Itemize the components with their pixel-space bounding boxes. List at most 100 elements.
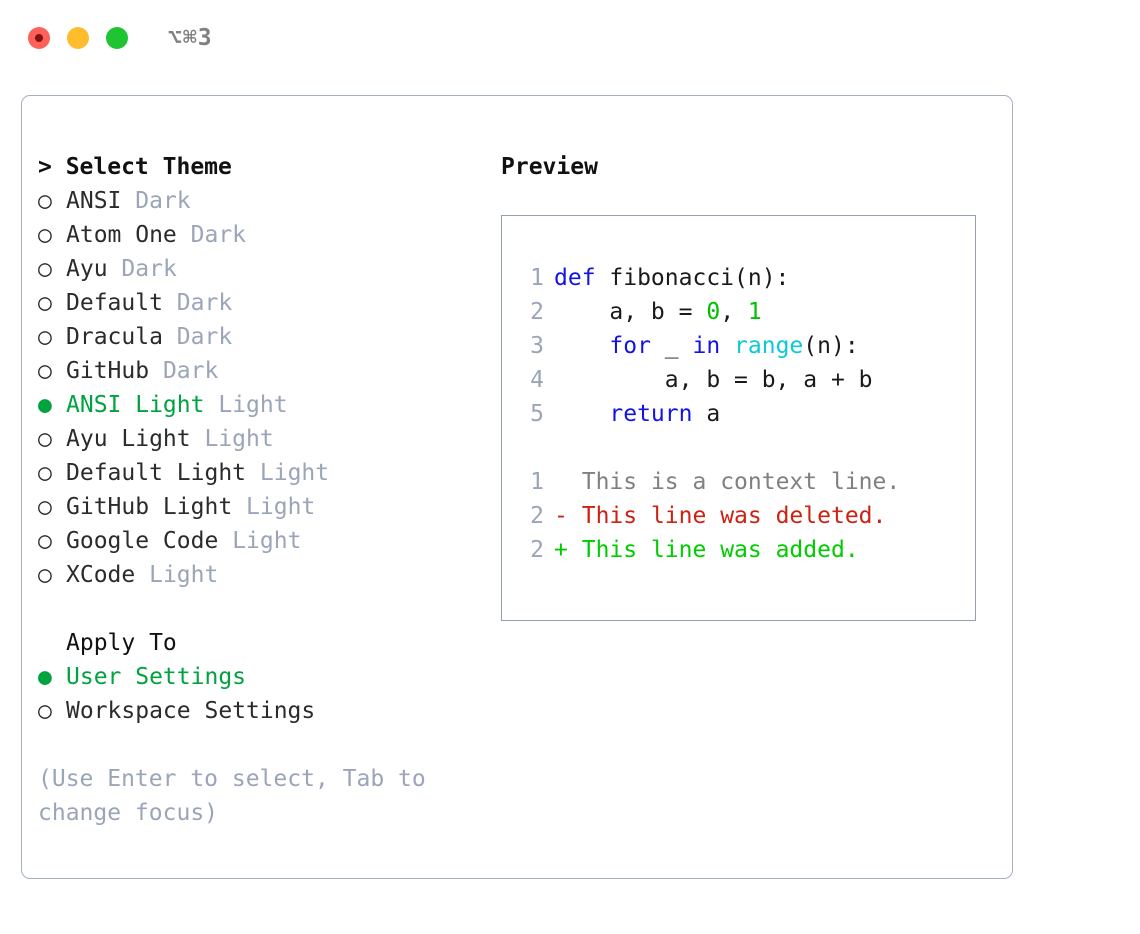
theme-list-item[interactable]: ○Google Code Light bbox=[38, 524, 478, 558]
theme-name: Ayu Light bbox=[66, 426, 191, 452]
apply-to-option[interactable]: ●User Settings bbox=[38, 660, 478, 694]
theme-name: GitHub Light bbox=[66, 494, 233, 520]
theme-picker-column: > Select Theme ○ANSI Dark○Atom One Dark○… bbox=[38, 150, 478, 830]
line-number: 1 bbox=[530, 469, 544, 495]
code-token: return bbox=[609, 401, 693, 427]
gap bbox=[204, 392, 218, 418]
diff-text: This is a context line. bbox=[581, 469, 901, 495]
keyboard-hint-text: (Use Enter to select, Tab to change focu… bbox=[38, 766, 426, 826]
spacer bbox=[38, 728, 478, 762]
apply-to-header: Apply To bbox=[66, 630, 177, 656]
theme-variant-label: Dark bbox=[121, 256, 177, 282]
theme-variant-label: Light bbox=[204, 426, 274, 452]
gap bbox=[177, 222, 191, 248]
code-token: 0 bbox=[706, 299, 721, 325]
theme-list-item[interactable]: ○GitHub Light Light bbox=[38, 490, 478, 524]
code-line: 2 a, b = 0, 1 bbox=[516, 295, 873, 329]
gap bbox=[163, 324, 177, 350]
diff-text: This line was added. bbox=[581, 537, 859, 563]
line-number: 2 bbox=[530, 299, 544, 325]
theme-variant-label: Light bbox=[259, 460, 330, 486]
radio-unselected-icon: ○ bbox=[38, 324, 52, 350]
radio-selected-icon: ● bbox=[38, 392, 52, 418]
code-line: 4 a, b = b, a + b bbox=[516, 363, 873, 397]
line-number: 5 bbox=[530, 401, 544, 427]
code-line: 5 return a bbox=[516, 397, 873, 431]
gap bbox=[568, 537, 582, 563]
gap bbox=[121, 188, 135, 214]
preview-title: Preview bbox=[501, 154, 598, 180]
code-token bbox=[554, 333, 609, 359]
theme-variant-label: Light bbox=[218, 392, 288, 418]
theme-name: Default bbox=[66, 290, 163, 316]
line-number: 3 bbox=[530, 333, 544, 359]
spacer bbox=[38, 592, 478, 626]
theme-list-item[interactable]: ○ Ayu Light Light bbox=[38, 422, 478, 456]
theme-list-item[interactable]: ○ ANSI Dark bbox=[38, 184, 478, 218]
gap bbox=[135, 562, 149, 588]
maximize-button[interactable] bbox=[106, 27, 128, 49]
line-number: 2 bbox=[530, 537, 544, 563]
code-token: a, b = b, a + b bbox=[554, 367, 873, 393]
panel-columns: > Select Theme ○ANSI Dark○Atom One Dark○… bbox=[22, 96, 1012, 878]
theme-name: ANSI Light bbox=[66, 392, 205, 418]
radio-unselected-icon: ○ bbox=[38, 256, 52, 282]
theme-variant-label: Dark bbox=[176, 324, 233, 350]
theme-variant-label: Dark bbox=[176, 290, 233, 316]
theme-list-item[interactable]: ○Default Light Light bbox=[38, 456, 478, 490]
gap bbox=[218, 528, 232, 554]
gap bbox=[568, 503, 582, 529]
theme-name: ANSI bbox=[66, 188, 122, 214]
theme-list-item[interactable]: ○Default Dark bbox=[38, 286, 478, 320]
title-bar: ⌥⌘3 bbox=[0, 0, 1140, 78]
close-button[interactable] bbox=[28, 27, 50, 49]
select-theme-header: > Select Theme bbox=[38, 154, 232, 180]
theme-variant-label: Light bbox=[246, 494, 316, 520]
minimize-button[interactable] bbox=[67, 27, 89, 49]
theme-list-item[interactable]: ○Atom One Dark bbox=[38, 218, 478, 252]
diff-line: 2 + This line was added. bbox=[516, 533, 900, 567]
apply-to-list[interactable]: ●User Settings ○ Workspace Settings bbox=[38, 660, 478, 728]
code-token: , bbox=[720, 299, 748, 325]
apply-to-option[interactable]: ○ Workspace Settings bbox=[38, 694, 478, 728]
radio-unselected-icon: ○ bbox=[38, 426, 52, 452]
theme-list-item[interactable]: ○GitHub Dark bbox=[38, 354, 478, 388]
code-token: 1 bbox=[747, 299, 762, 325]
diff-sample: 1 This is a context line.2 - This line w… bbox=[516, 465, 900, 567]
radio-unselected-icon: ○ bbox=[38, 698, 52, 724]
radio-unselected-icon: ○ bbox=[38, 188, 52, 214]
gutter-gap bbox=[544, 499, 554, 533]
code-token bbox=[554, 401, 609, 427]
line-number: 4 bbox=[530, 367, 544, 393]
apply-to-label: Workspace Settings bbox=[66, 698, 316, 724]
theme-list-item[interactable]: ○ Ayu Dark bbox=[38, 252, 478, 286]
gap bbox=[246, 460, 260, 486]
diff-line: 1 This is a context line. bbox=[516, 465, 900, 499]
line-number: 2 bbox=[530, 503, 544, 529]
theme-list-item[interactable]: ● ANSI Light Light bbox=[38, 388, 478, 422]
code-token: fibonacci(n): bbox=[595, 265, 790, 291]
theme-list-item[interactable]: ○XCode Light bbox=[38, 558, 478, 592]
radio-unselected-icon: ○ bbox=[38, 222, 52, 248]
theme-name: GitHub bbox=[66, 358, 150, 384]
keyboard-shortcut-label: ⌥⌘3 bbox=[168, 25, 213, 51]
gap bbox=[149, 358, 163, 384]
theme-list-item[interactable]: ○Dracula Dark bbox=[38, 320, 478, 354]
theme-list[interactable]: ○ANSI Dark○Atom One Dark○Ayu Dark○Defaul… bbox=[38, 184, 478, 592]
gutter-gap bbox=[544, 465, 554, 499]
line-number: 1 bbox=[530, 265, 544, 291]
radio-unselected-icon: ○ bbox=[38, 562, 52, 588]
theme-variant-label: Light bbox=[232, 528, 302, 554]
radio-unselected-icon: ○ bbox=[38, 460, 52, 486]
theme-name: Ayu bbox=[66, 256, 108, 282]
theme-variant-label: Dark bbox=[135, 188, 191, 214]
code-token: a, b = bbox=[554, 299, 707, 325]
theme-variant-label: Dark bbox=[190, 222, 247, 248]
gap bbox=[232, 494, 246, 520]
code-token: in bbox=[692, 333, 721, 359]
code-token: for bbox=[609, 333, 651, 359]
